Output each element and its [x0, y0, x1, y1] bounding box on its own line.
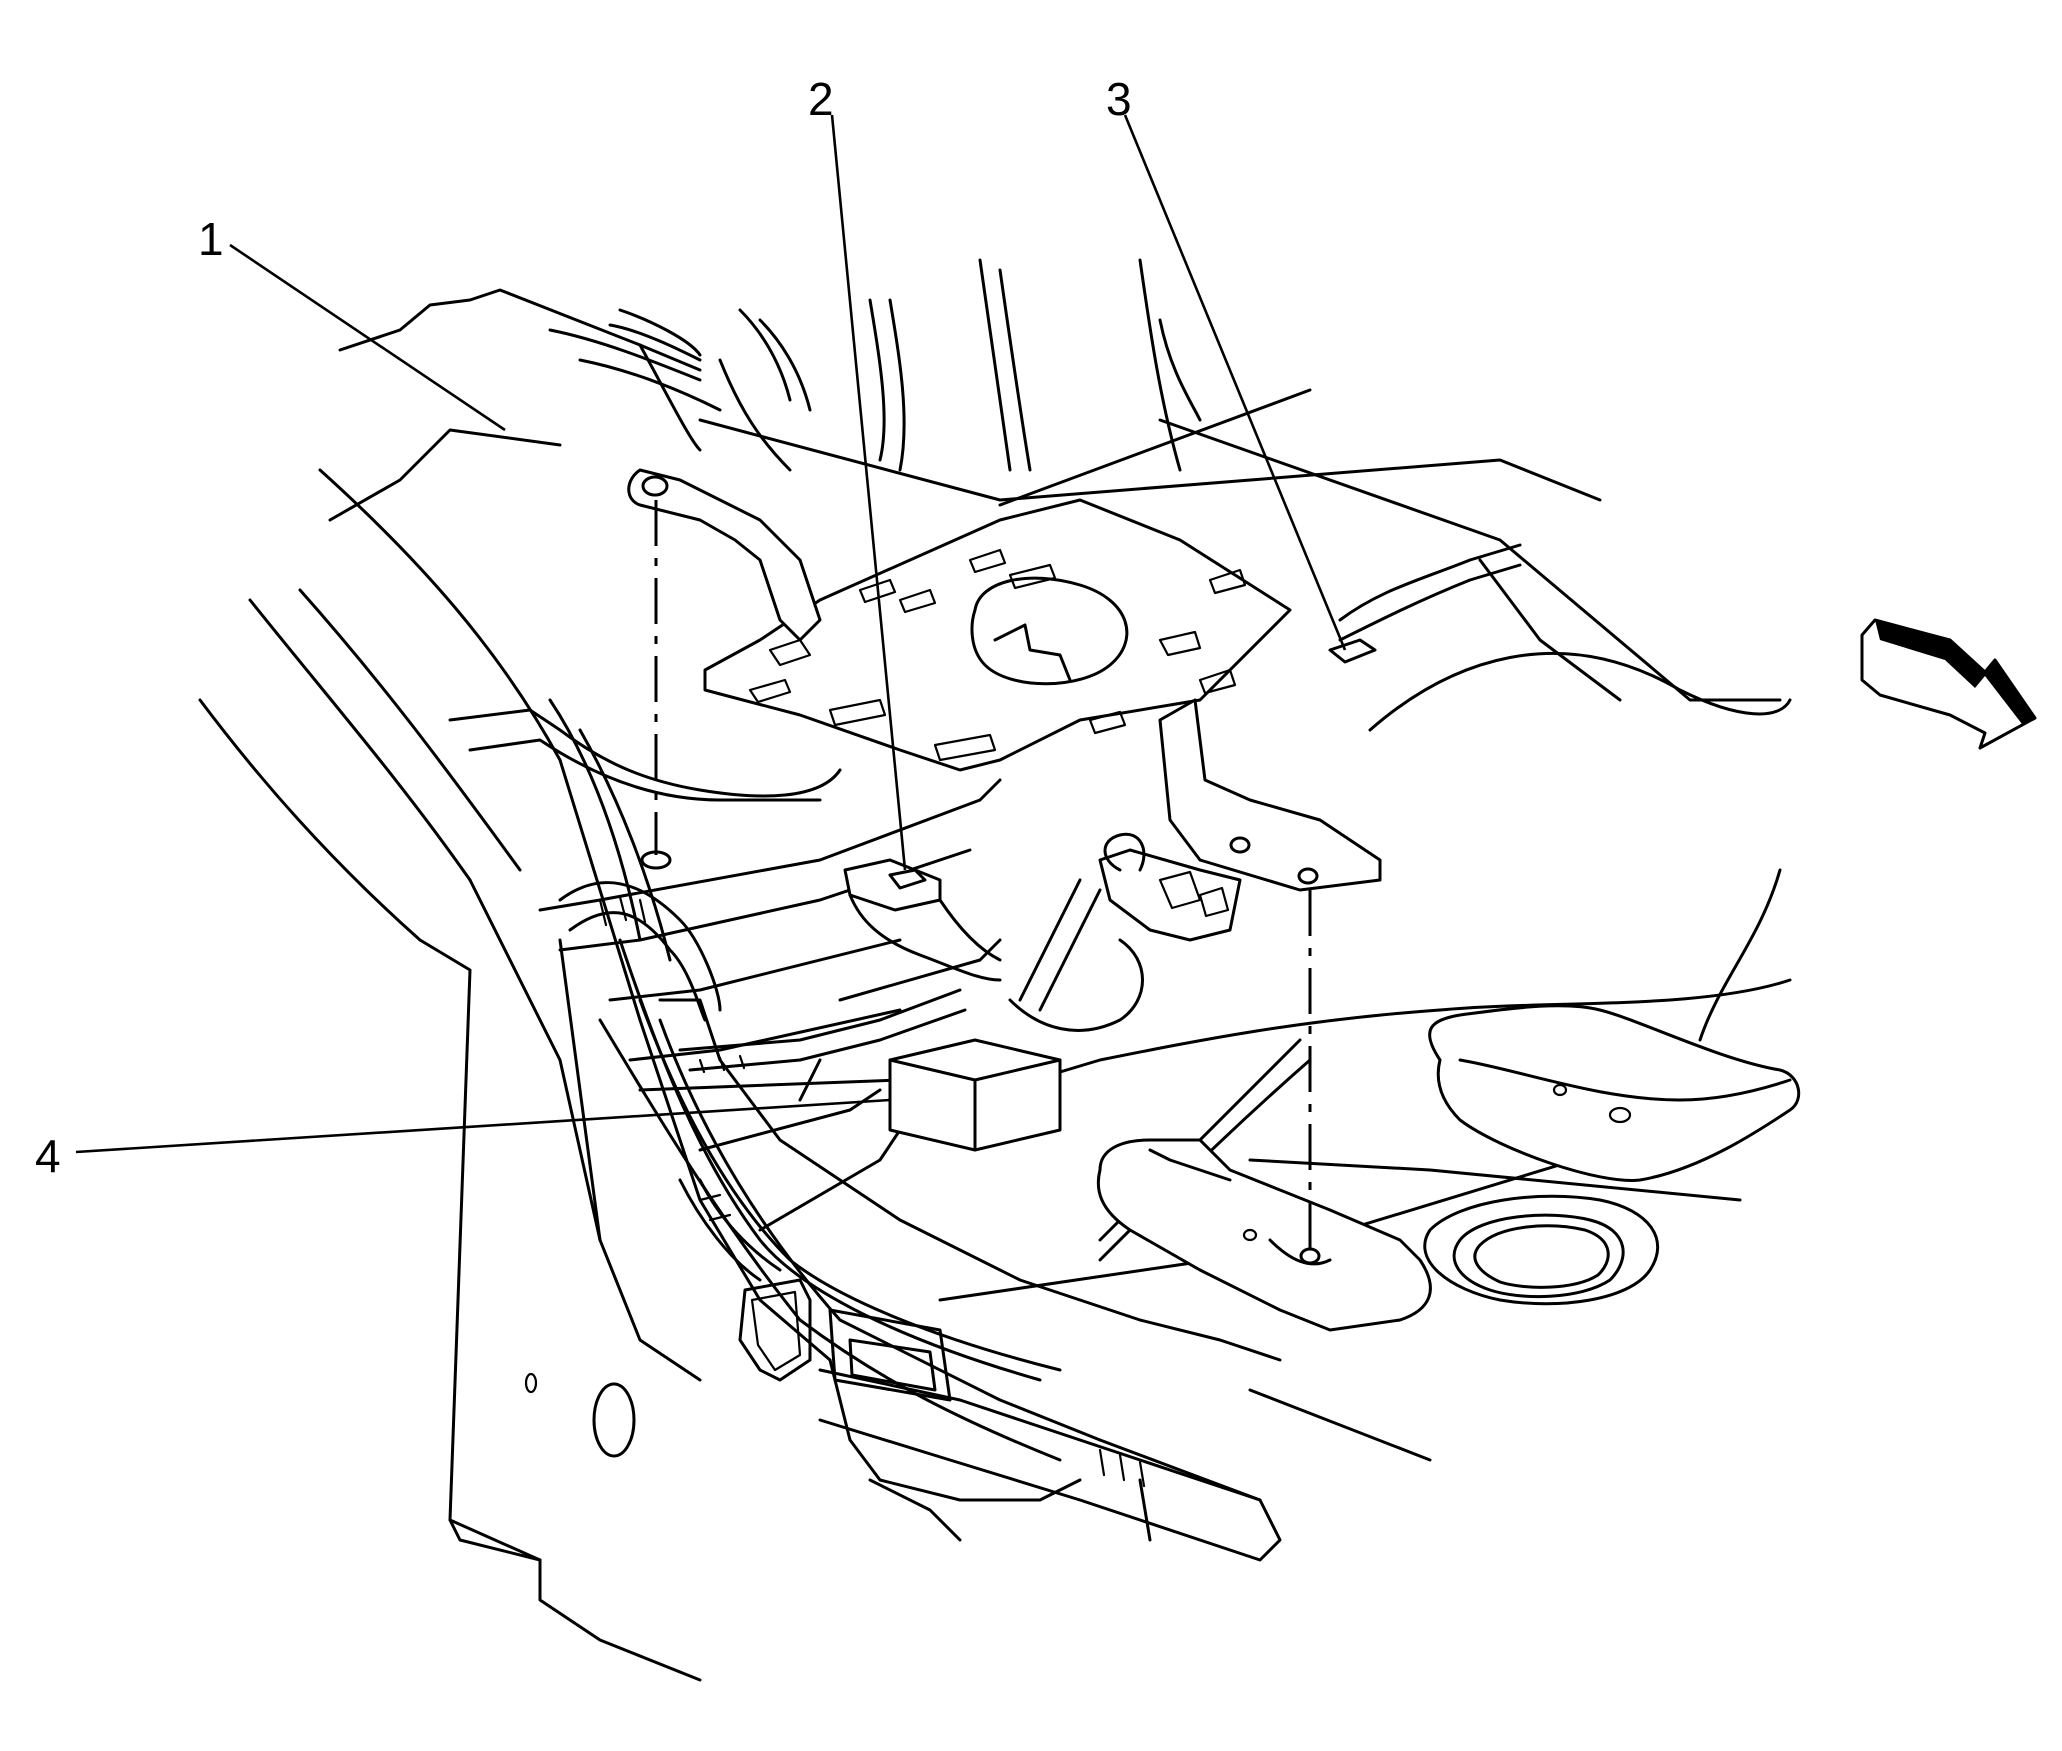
- callout-4: 4: [35, 1130, 61, 1182]
- floor-pads: [1096, 1004, 1801, 1332]
- front-arrow-icon: [1860, 618, 2037, 750]
- rear-seat-backs: [548, 258, 1202, 472]
- floor-rails: [448, 708, 1002, 1232]
- fastener-alignment-lines: [640, 500, 1312, 1250]
- control-module: [888, 1038, 1062, 1152]
- leader-4: [75, 1098, 891, 1154]
- callout-leaders: [75, 114, 1347, 1154]
- harness-connector: [843, 858, 1002, 982]
- leader-3: [1123, 114, 1347, 651]
- floor-pan-outline: [198, 288, 1792, 1682]
- module-bracket: [627, 468, 1382, 892]
- callout-2: 2: [808, 73, 834, 125]
- callout-1: 1: [198, 213, 224, 265]
- leader-1: [229, 243, 506, 432]
- callout-3: 3: [1106, 73, 1132, 125]
- side-connector-block: [1098, 832, 1242, 942]
- leader-2: [830, 114, 907, 871]
